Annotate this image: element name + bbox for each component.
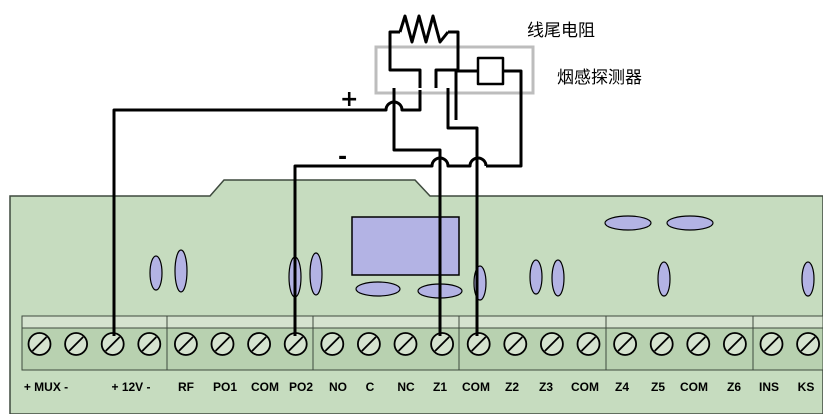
wires: [112, 14, 523, 336]
terminal-label: Z6: [727, 380, 741, 394]
terminal-label: COM: [251, 380, 279, 394]
detector-element: [476, 56, 505, 86]
terminal-label: Z3: [539, 380, 553, 394]
terminal-label: NC: [397, 380, 415, 394]
wire-com: [446, 88, 479, 336]
circuit-board: [9, 179, 823, 414]
terminal-screw: [356, 332, 381, 356]
terminal-label: Z5: [651, 380, 665, 394]
terminal-label: Z2: [505, 380, 519, 394]
terminal-screw: [100, 332, 125, 356]
terminal-screw: [247, 332, 272, 356]
terminal-screw: [64, 332, 88, 356]
terminal-label: NO: [329, 380, 347, 394]
terminal-label: RF: [178, 380, 194, 394]
component-oval: [604, 215, 652, 231]
terminal-screw: [210, 332, 235, 356]
terminal-label: + MUX -: [24, 380, 68, 394]
terminal-label: C: [366, 380, 375, 394]
terminal-screw: [796, 332, 820, 356]
detector-lead-1: [486, 69, 523, 168]
terminal-screw: [137, 332, 162, 356]
component-oval: [551, 259, 565, 297]
terminal-screw: [393, 332, 418, 356]
detector-label: 烟感探测器: [557, 68, 642, 88]
terminal-label: + 12V -: [111, 380, 150, 394]
terminal-screw: [686, 332, 711, 356]
relay-component: [351, 216, 460, 276]
plus-sign: +: [340, 87, 358, 112]
terminal-screw: [576, 332, 601, 356]
component-oval: [801, 261, 815, 297]
terminal-label: COM: [680, 380, 708, 394]
terminal-strip-top: [21, 315, 823, 329]
resistor-label: 线尾电阻: [527, 21, 595, 41]
terminal-screw: [649, 332, 674, 356]
terminal-screw: [283, 332, 308, 356]
terminal-label: Z4: [615, 380, 629, 394]
component-oval: [529, 259, 543, 295]
terminal-screw: [723, 332, 747, 356]
terminal-screw: [27, 332, 52, 356]
terminal-screw: [173, 332, 198, 356]
component-oval: [174, 249, 188, 293]
terminal-label: COM: [462, 380, 490, 394]
terminal-screw: [320, 332, 345, 356]
resistor-symbol: [398, 14, 450, 44]
resistor-lead-left: [388, 30, 422, 88]
component-oval: [149, 255, 163, 291]
terminal-label: INS: [759, 380, 779, 394]
terminal-screw: [759, 332, 784, 356]
terminal-screw: [503, 332, 528, 356]
terminal-screws: [27, 332, 820, 356]
detector-lead-2: [454, 69, 478, 120]
terminal-screw: [613, 332, 637, 356]
minus-sign: -: [338, 145, 347, 170]
wire-negative: [293, 156, 488, 336]
terminal-label: Z1: [433, 380, 447, 394]
component-oval: [666, 215, 714, 231]
terminal-screw: [466, 332, 491, 356]
terminal-labels: + MUX - + 12V - RF PO1 COM PO2 NO C NC Z1 COM Z2 Z3 C…: [24, 380, 815, 394]
component-oval: [657, 261, 671, 297]
terminal-label: PO1: [213, 380, 237, 394]
terminal-label: COM: [571, 380, 599, 394]
terminal-screw: [430, 332, 455, 356]
wire-z1: [392, 88, 442, 336]
terminal-label: KS: [798, 380, 815, 394]
terminal-label: PO2: [289, 380, 313, 394]
terminal-screw: [540, 332, 564, 356]
terminal-block-separators: [166, 316, 754, 370]
component-oval: [309, 252, 323, 296]
component-oval: [355, 281, 401, 297]
